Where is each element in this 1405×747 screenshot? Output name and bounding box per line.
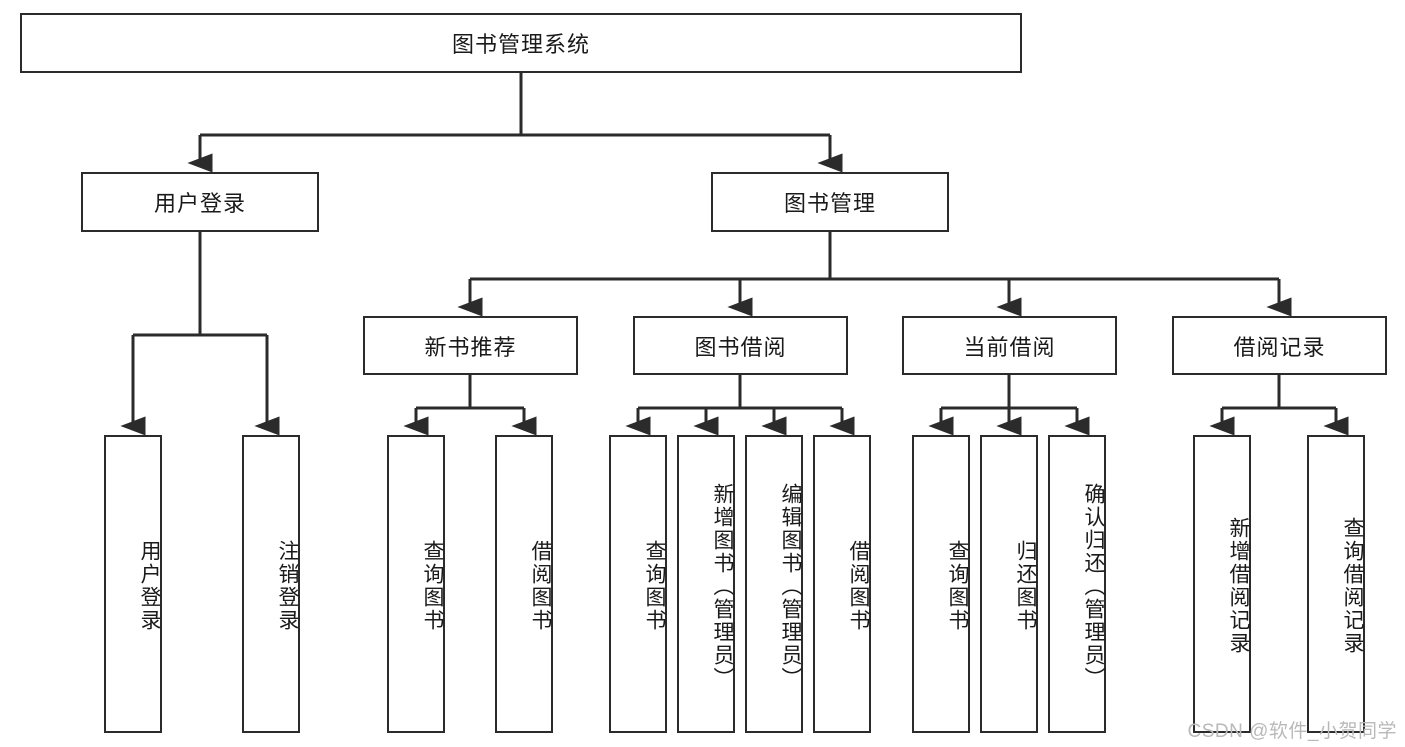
node-book-management[interactable]: 图书管理 <box>711 172 949 232</box>
leaf-record-query[interactable]: 查询借阅记录 <box>1307 435 1365 733</box>
leaf-borrow-add-book[interactable]: 新增图书（管理员） <box>677 435 735 733</box>
leaf-borrow-edit-book[interactable]: 编辑图书（管理员） <box>745 435 803 733</box>
leaf-current-return-book-label: 归还图书 <box>1014 540 1037 632</box>
leaf-user-login-login-label: 用户登录 <box>138 540 161 632</box>
leaf-new-book-query-label: 查询图书 <box>421 540 444 632</box>
node-new-book-recommend[interactable]: 新书推荐 <box>363 316 578 375</box>
node-book-borrow-label: 图书借阅 <box>694 334 787 360</box>
leaf-borrow-edit-book-label: 编辑图书（管理员） <box>779 482 802 690</box>
leaf-user-login-logout[interactable]: 注销登录 <box>242 435 300 733</box>
leaf-borrow-borrow-book-label: 借阅图书 <box>847 540 870 632</box>
node-borrow-record-label: 借阅记录 <box>1233 334 1326 360</box>
node-user-login-label: 用户登录 <box>153 191 246 216</box>
node-book-management-label: 图书管理 <box>783 191 876 216</box>
leaf-current-confirm-return[interactable]: 确认归还（管理员） <box>1048 435 1106 733</box>
node-root-label: 图书管理系统 <box>451 32 590 57</box>
leaf-current-confirm-return-label: 确认归还（管理员） <box>1082 482 1105 690</box>
leaf-borrow-add-book-label: 新增图书（管理员） <box>711 482 734 690</box>
leaf-new-book-borrow[interactable]: 借阅图书 <box>495 435 553 733</box>
node-user-login[interactable]: 用户登录 <box>81 172 319 232</box>
node-book-borrow[interactable]: 图书借阅 <box>633 316 848 375</box>
leaf-borrow-borrow-book[interactable]: 借阅图书 <box>813 435 871 733</box>
leaf-borrow-query-book-label: 查询图书 <box>643 540 666 632</box>
leaf-new-book-borrow-label: 借阅图书 <box>529 540 552 632</box>
leaf-current-return-book[interactable]: 归还图书 <box>980 435 1038 733</box>
leaf-record-query-label: 查询借阅记录 <box>1341 517 1364 655</box>
node-borrow-record[interactable]: 借阅记录 <box>1172 316 1387 375</box>
node-current-borrow-label: 当前借阅 <box>963 334 1056 360</box>
leaf-current-query-book-label: 查询图书 <box>946 540 969 632</box>
leaf-user-login-login[interactable]: 用户登录 <box>104 435 162 733</box>
leaf-borrow-query-book[interactable]: 查询图书 <box>609 435 667 733</box>
leaf-user-login-logout-label: 注销登录 <box>276 540 299 632</box>
leaf-current-query-book[interactable]: 查询图书 <box>912 435 970 733</box>
leaf-record-add[interactable]: 新增借阅记录 <box>1193 435 1251 733</box>
node-new-book-recommend-label: 新书推荐 <box>424 334 517 360</box>
node-root[interactable]: 图书管理系统 <box>20 13 1022 73</box>
leaf-new-book-query[interactable]: 查询图书 <box>387 435 445 733</box>
leaf-record-add-label: 新增借阅记录 <box>1227 517 1250 655</box>
node-current-borrow[interactable]: 当前借阅 <box>902 316 1117 375</box>
